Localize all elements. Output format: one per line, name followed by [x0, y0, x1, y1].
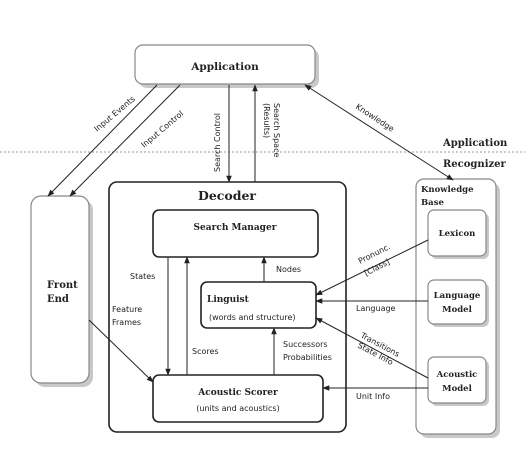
input-events-arrow — [47, 84, 158, 197]
feature-frames-label-line1: Feature — [112, 305, 142, 314]
acoustic-model-title-line1: Acoustic — [436, 370, 478, 380]
knowledge-label: Knowledge — [354, 102, 396, 134]
search-space-label-line1: Search Space — [272, 103, 281, 157]
acoustic-model-box: Acoustic Model — [427, 356, 489, 406]
nodes-label: Nodes — [276, 265, 301, 274]
application-box: Application — [134, 44, 319, 88]
search-manager-box: Search Manager — [152, 209, 319, 258]
language-label: Language — [356, 304, 396, 313]
linguist-title: Linguist — [207, 295, 250, 305]
search-manager-title: Search Manager — [194, 223, 277, 233]
input-control-label: Input Control — [140, 109, 186, 149]
lexicon-title: Lexicon — [439, 229, 476, 239]
feature-frames-label-line2: Frames — [112, 318, 141, 327]
knowledge-arrow — [304, 84, 454, 181]
linguist-subtitle: (words and structure) — [209, 313, 296, 322]
scores-label: Scores — [192, 347, 219, 356]
linguist-box: Linguist (words and structure) — [200, 281, 317, 329]
application-region-label: Application — [442, 138, 508, 149]
acoustic-model-title-line2: Model — [442, 384, 472, 394]
language-model-box: Language Model — [427, 279, 489, 327]
decoder-title: Decoder — [198, 188, 256, 203]
front-end-title-line2: End — [47, 294, 69, 305]
search-space-label-line2: (Results) — [262, 103, 271, 138]
knowledge-base-title-line1: Knowledge — [421, 185, 474, 195]
unit-info-label: Unit Info — [356, 392, 390, 401]
successors-label: Successors — [283, 340, 328, 349]
states-label: States — [130, 272, 155, 281]
input-control-arrow — [69, 84, 181, 197]
front-end-title-line1: Front — [47, 280, 78, 291]
acoustic-scorer-subtitle: (units and acoustics) — [196, 404, 279, 413]
acoustic-scorer-box: Acoustic Scorer (units and acoustics) — [152, 374, 324, 423]
language-model-title-line2: Model — [442, 305, 472, 315]
front-end-box: Front End — [30, 195, 93, 387]
search-control-label: Search Control — [213, 113, 222, 172]
lexicon-box: Lexicon — [427, 209, 489, 259]
transitions-arrow — [315, 317, 429, 379]
feature-frames-arrow — [88, 319, 154, 383]
pronunc-arrow — [315, 239, 429, 296]
knowledge-base-title-line2: Base — [421, 198, 444, 208]
acoustic-scorer-title: Acoustic Scorer — [197, 388, 278, 398]
probabilities-label: Probabilities — [283, 353, 332, 362]
application-title: Application — [190, 61, 259, 73]
recognizer-region-label: Recognizer — [443, 159, 507, 170]
language-model-title-line1: Language — [434, 291, 481, 301]
